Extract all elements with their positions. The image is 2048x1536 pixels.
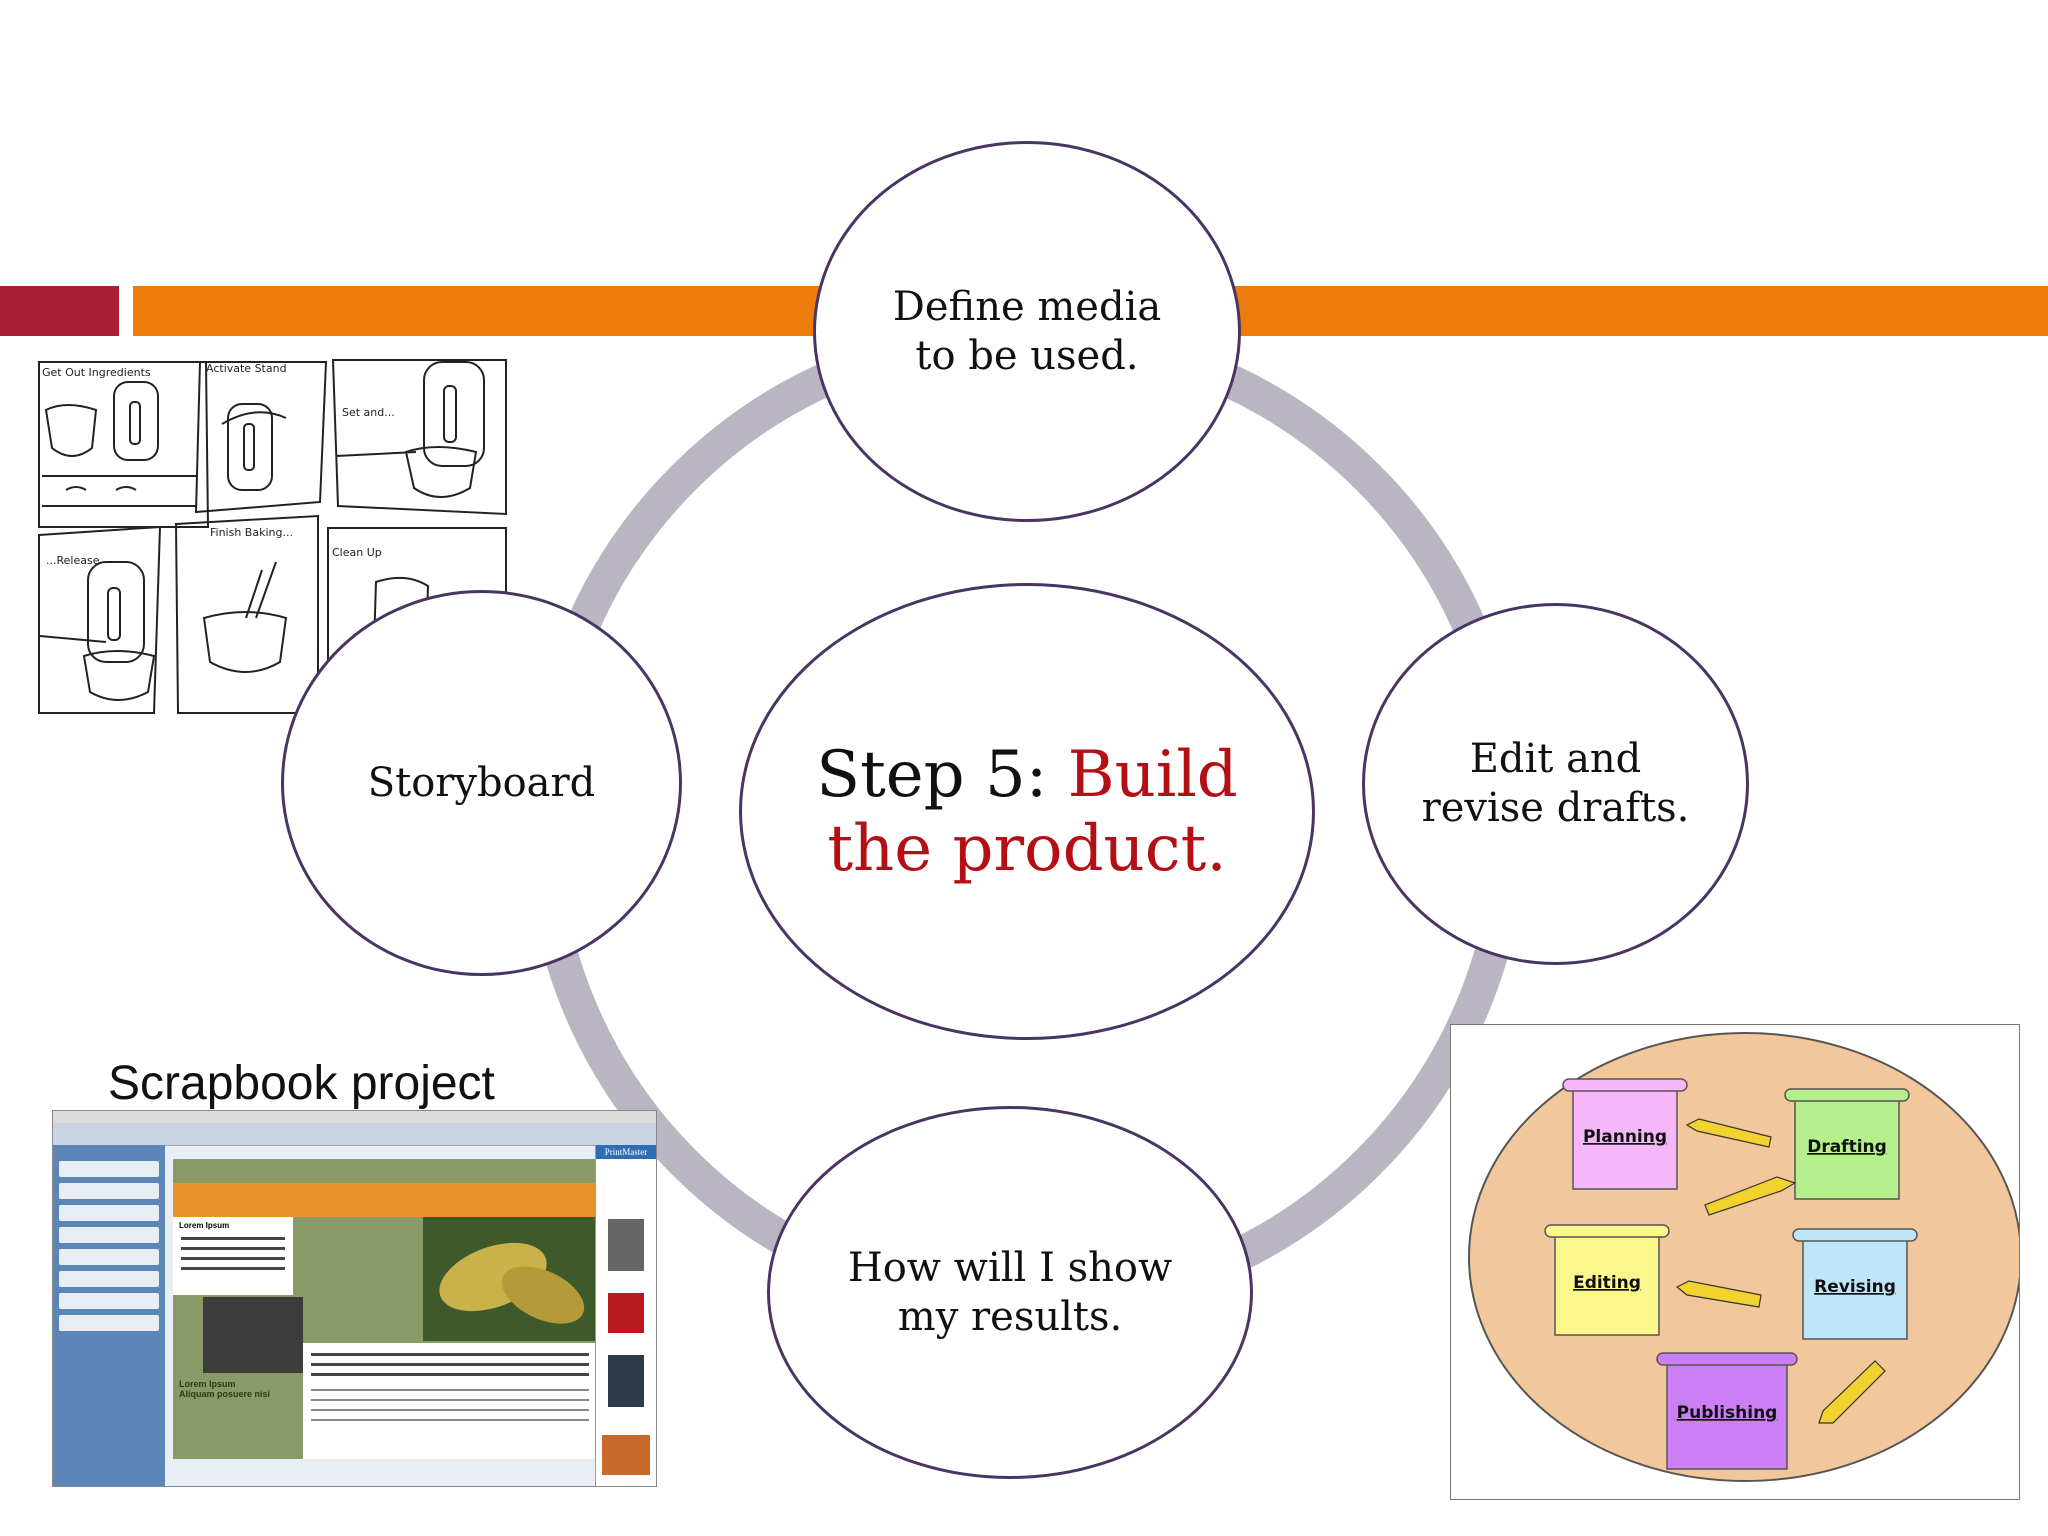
cycle-node-storyboard: Storyboard [281,590,682,976]
scrapbook-canvas: Lorem Ipsum Lorem Ipsum Aliquam posuere … [173,1159,597,1459]
stage-publishing-label: Publishing [1677,1403,1778,1423]
stage-revising-label: Revising [1814,1277,1896,1297]
scrapbook-screenshot: Lorem Ipsum Lorem Ipsum Aliquam posuere … [52,1110,657,1487]
cycle-center-step-5: Step 5: Build the product. [739,583,1315,1040]
scrapbook-heading: Lorem Ipsum [179,1221,230,1230]
storyboard-panel-2-label: Activate Stand [206,362,287,375]
storyboard-panel-5-label: Finish Baking... [210,526,293,539]
cycle-node-label: Edit and revise drafts. [1421,736,1690,831]
scrapbook-side-panel [53,1145,165,1486]
stage-drafting-label: Drafting [1807,1137,1887,1157]
stage-editing-label: Editing [1573,1273,1641,1293]
scrapbook-right-panel: PrintMaster [595,1145,656,1486]
cycle-node-edit-revise: Edit and revise drafts. [1362,603,1749,965]
scrapbook-subheading: Aliquam posuere nisi [179,1389,271,1399]
cycle-node-label: How will I show my results. [847,1244,1173,1340]
cycle-node-label: Storyboard [367,759,596,806]
scrapbook-toolbar [53,1123,656,1146]
center-step-prefix: Step 5: [816,737,1068,812]
storyboard-panel-3-label: Set and... [342,406,395,419]
leaf-photo [423,1217,597,1341]
scrapbook-heading-2: Lorem Ipsum [179,1379,236,1389]
storyboard-panel-6-label: Clean Up [332,546,382,559]
cycle-node-define-media: Define media to be used. [813,141,1241,522]
scrapbook-title: Scrapbook project [108,1057,495,1110]
center-step-highlight: Build the product. [827,737,1238,886]
scrapbook-menubar [53,1111,656,1123]
accent-bar-red [0,286,119,336]
storyboard-panel-4-label: ...Release [46,554,100,567]
stage-planning-label: Planning [1583,1127,1667,1147]
cycle-node-label: Define media to be used. [892,283,1162,379]
storyboard-panel-1-label: Get Out Ingredients [42,366,151,379]
writing-process-diagram: Planning Drafting Editing Revising Publi… [1450,1024,2022,1500]
cycle-node-show-results: How will I show my results. [767,1106,1253,1479]
scrapbook-app-name: PrintMaster [596,1145,656,1159]
